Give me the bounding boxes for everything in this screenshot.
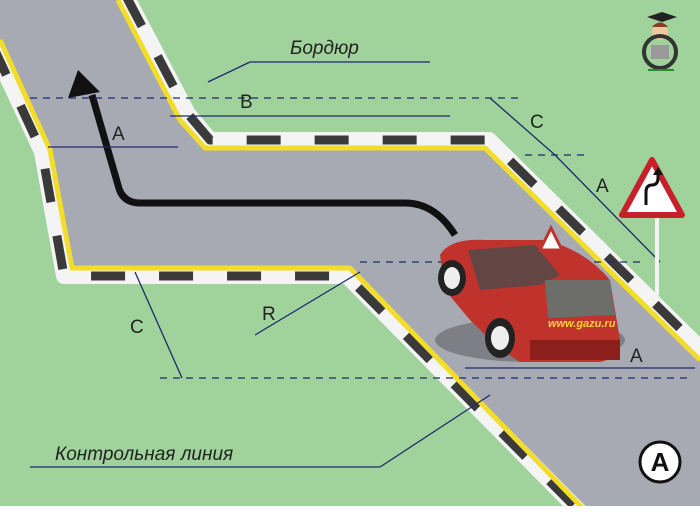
curb-label: Бордюр xyxy=(290,38,359,59)
bottom-margin xyxy=(0,506,700,526)
radius-r-label: R xyxy=(262,304,276,325)
dimension-a-label-bottom: A xyxy=(630,346,643,367)
driver-mascot-icon xyxy=(642,12,678,71)
dimension-a-label-right: A xyxy=(596,176,609,197)
category-badge: A xyxy=(638,440,682,484)
winding-road-sign-icon xyxy=(619,157,685,295)
dimension-b-label: B xyxy=(240,92,253,113)
control-line-label: Контрольная линия xyxy=(55,444,233,465)
path-arrowhead xyxy=(68,70,100,98)
dimension-a-label-left: A xyxy=(112,124,125,145)
car-website-text: www.gazu.ru xyxy=(548,318,616,330)
dimension-c-label-bottom: C xyxy=(130,317,144,338)
driving-path xyxy=(88,94,458,237)
dimension-c-label-top: C xyxy=(530,112,544,133)
road-edge-right xyxy=(115,0,700,362)
learner-triangle-icon xyxy=(537,224,565,252)
dimension-lines xyxy=(30,61,695,468)
category-badge-text: A xyxy=(651,447,670,477)
road-edge-left xyxy=(0,38,602,526)
car: www.gazu.ru xyxy=(435,224,625,362)
